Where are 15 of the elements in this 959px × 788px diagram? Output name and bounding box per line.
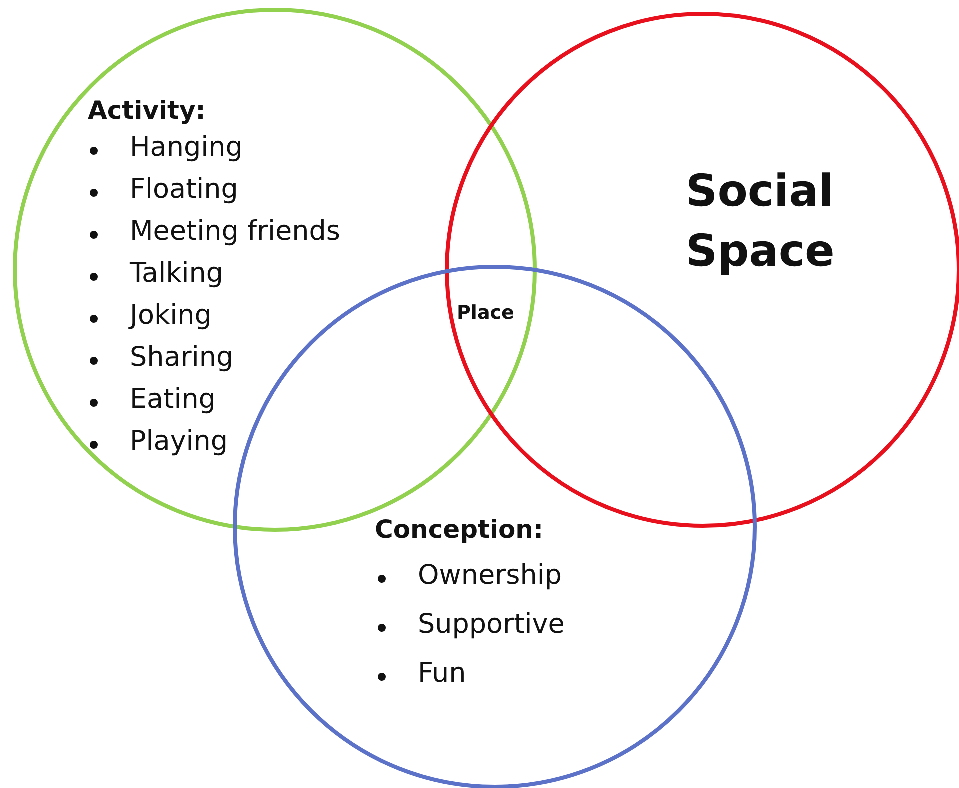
- list-item: Ownership: [418, 560, 562, 591]
- list-item: Eating: [130, 384, 216, 415]
- list-item: Sharing: [130, 342, 234, 373]
- circle-title: Social Space: [686, 165, 836, 279]
- list-item: Floating: [130, 174, 238, 205]
- list-heading: Conception:: [375, 515, 544, 544]
- list-item: Fun: [418, 658, 466, 689]
- intersection-label: Place: [457, 302, 514, 324]
- list-item: Hanging: [130, 132, 243, 163]
- list-heading: Activity:: [88, 96, 206, 125]
- list-item: Talking: [130, 258, 224, 289]
- list-item: Playing: [130, 426, 228, 457]
- list-item: Meeting friends: [130, 216, 340, 247]
- list-item: Supportive: [418, 609, 565, 640]
- list-item: Joking: [130, 300, 212, 331]
